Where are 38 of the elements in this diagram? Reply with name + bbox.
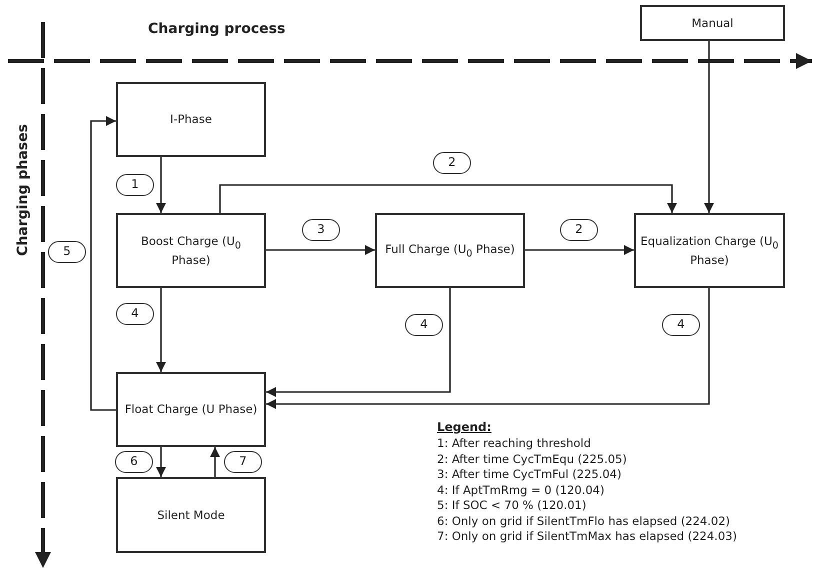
edge-label: 4 [405, 314, 443, 336]
legend-entry: 7: Only on grid if SilentTmMax has elapsed (224.03) [437, 529, 737, 543]
axis-label: Charging phases [15, 123, 31, 258]
process-box: Full Charge (U$_{0}$ Phase) [375, 213, 525, 288]
edge-label: 4 [116, 303, 154, 325]
process-box: Manual [640, 5, 785, 41]
legend-entry: 3: After time CycTmFul (225.04) [437, 467, 622, 481]
legend-entry: 1: After reaching threshold [437, 436, 591, 450]
edge-label: 4 [662, 314, 700, 336]
edge-label: 1 [116, 174, 154, 196]
process-box: Equalization Charge (U$_{0}$ Phase) [634, 213, 785, 288]
axis-label: Charging process [148, 21, 286, 37]
arrow [266, 288, 451, 397]
edge-label: 6 [115, 451, 153, 473]
arrow [704, 41, 714, 213]
edge-label: 5 [48, 241, 86, 263]
legend-entry: 6: Only on grid if SilentTmFlo has elapsed (224.02) [437, 514, 730, 528]
legend-entry: 4: If AptTmRmg = 0 (120.04) [437, 482, 604, 496]
edge-label: 7 [224, 451, 262, 473]
process-box: Boost Charge (U$_{0}$ Phase) [116, 213, 266, 288]
edge-label: 3 [302, 219, 340, 241]
arrow [219, 184, 677, 213]
process-box: Silent Mode [116, 477, 266, 553]
arrow [156, 447, 166, 477]
process-box: Float Charge (U Phase) [116, 372, 266, 447]
edge-label: 2 [433, 152, 471, 174]
legend-entry: 2: After time CycTmEqu (225.05) [437, 452, 627, 466]
edge-label: 2 [560, 219, 598, 241]
process-box: I-Phase [116, 82, 266, 157]
arrow [156, 157, 166, 213]
arrow [266, 288, 710, 409]
arrow [210, 447, 220, 477]
arrow [156, 288, 166, 372]
arrow [266, 245, 375, 255]
arrow [90, 116, 116, 411]
legend-entry: 5: If SOC < 70 % (120.01) [437, 498, 586, 512]
legend-heading: Legend: [437, 420, 492, 434]
arrow [525, 245, 634, 255]
